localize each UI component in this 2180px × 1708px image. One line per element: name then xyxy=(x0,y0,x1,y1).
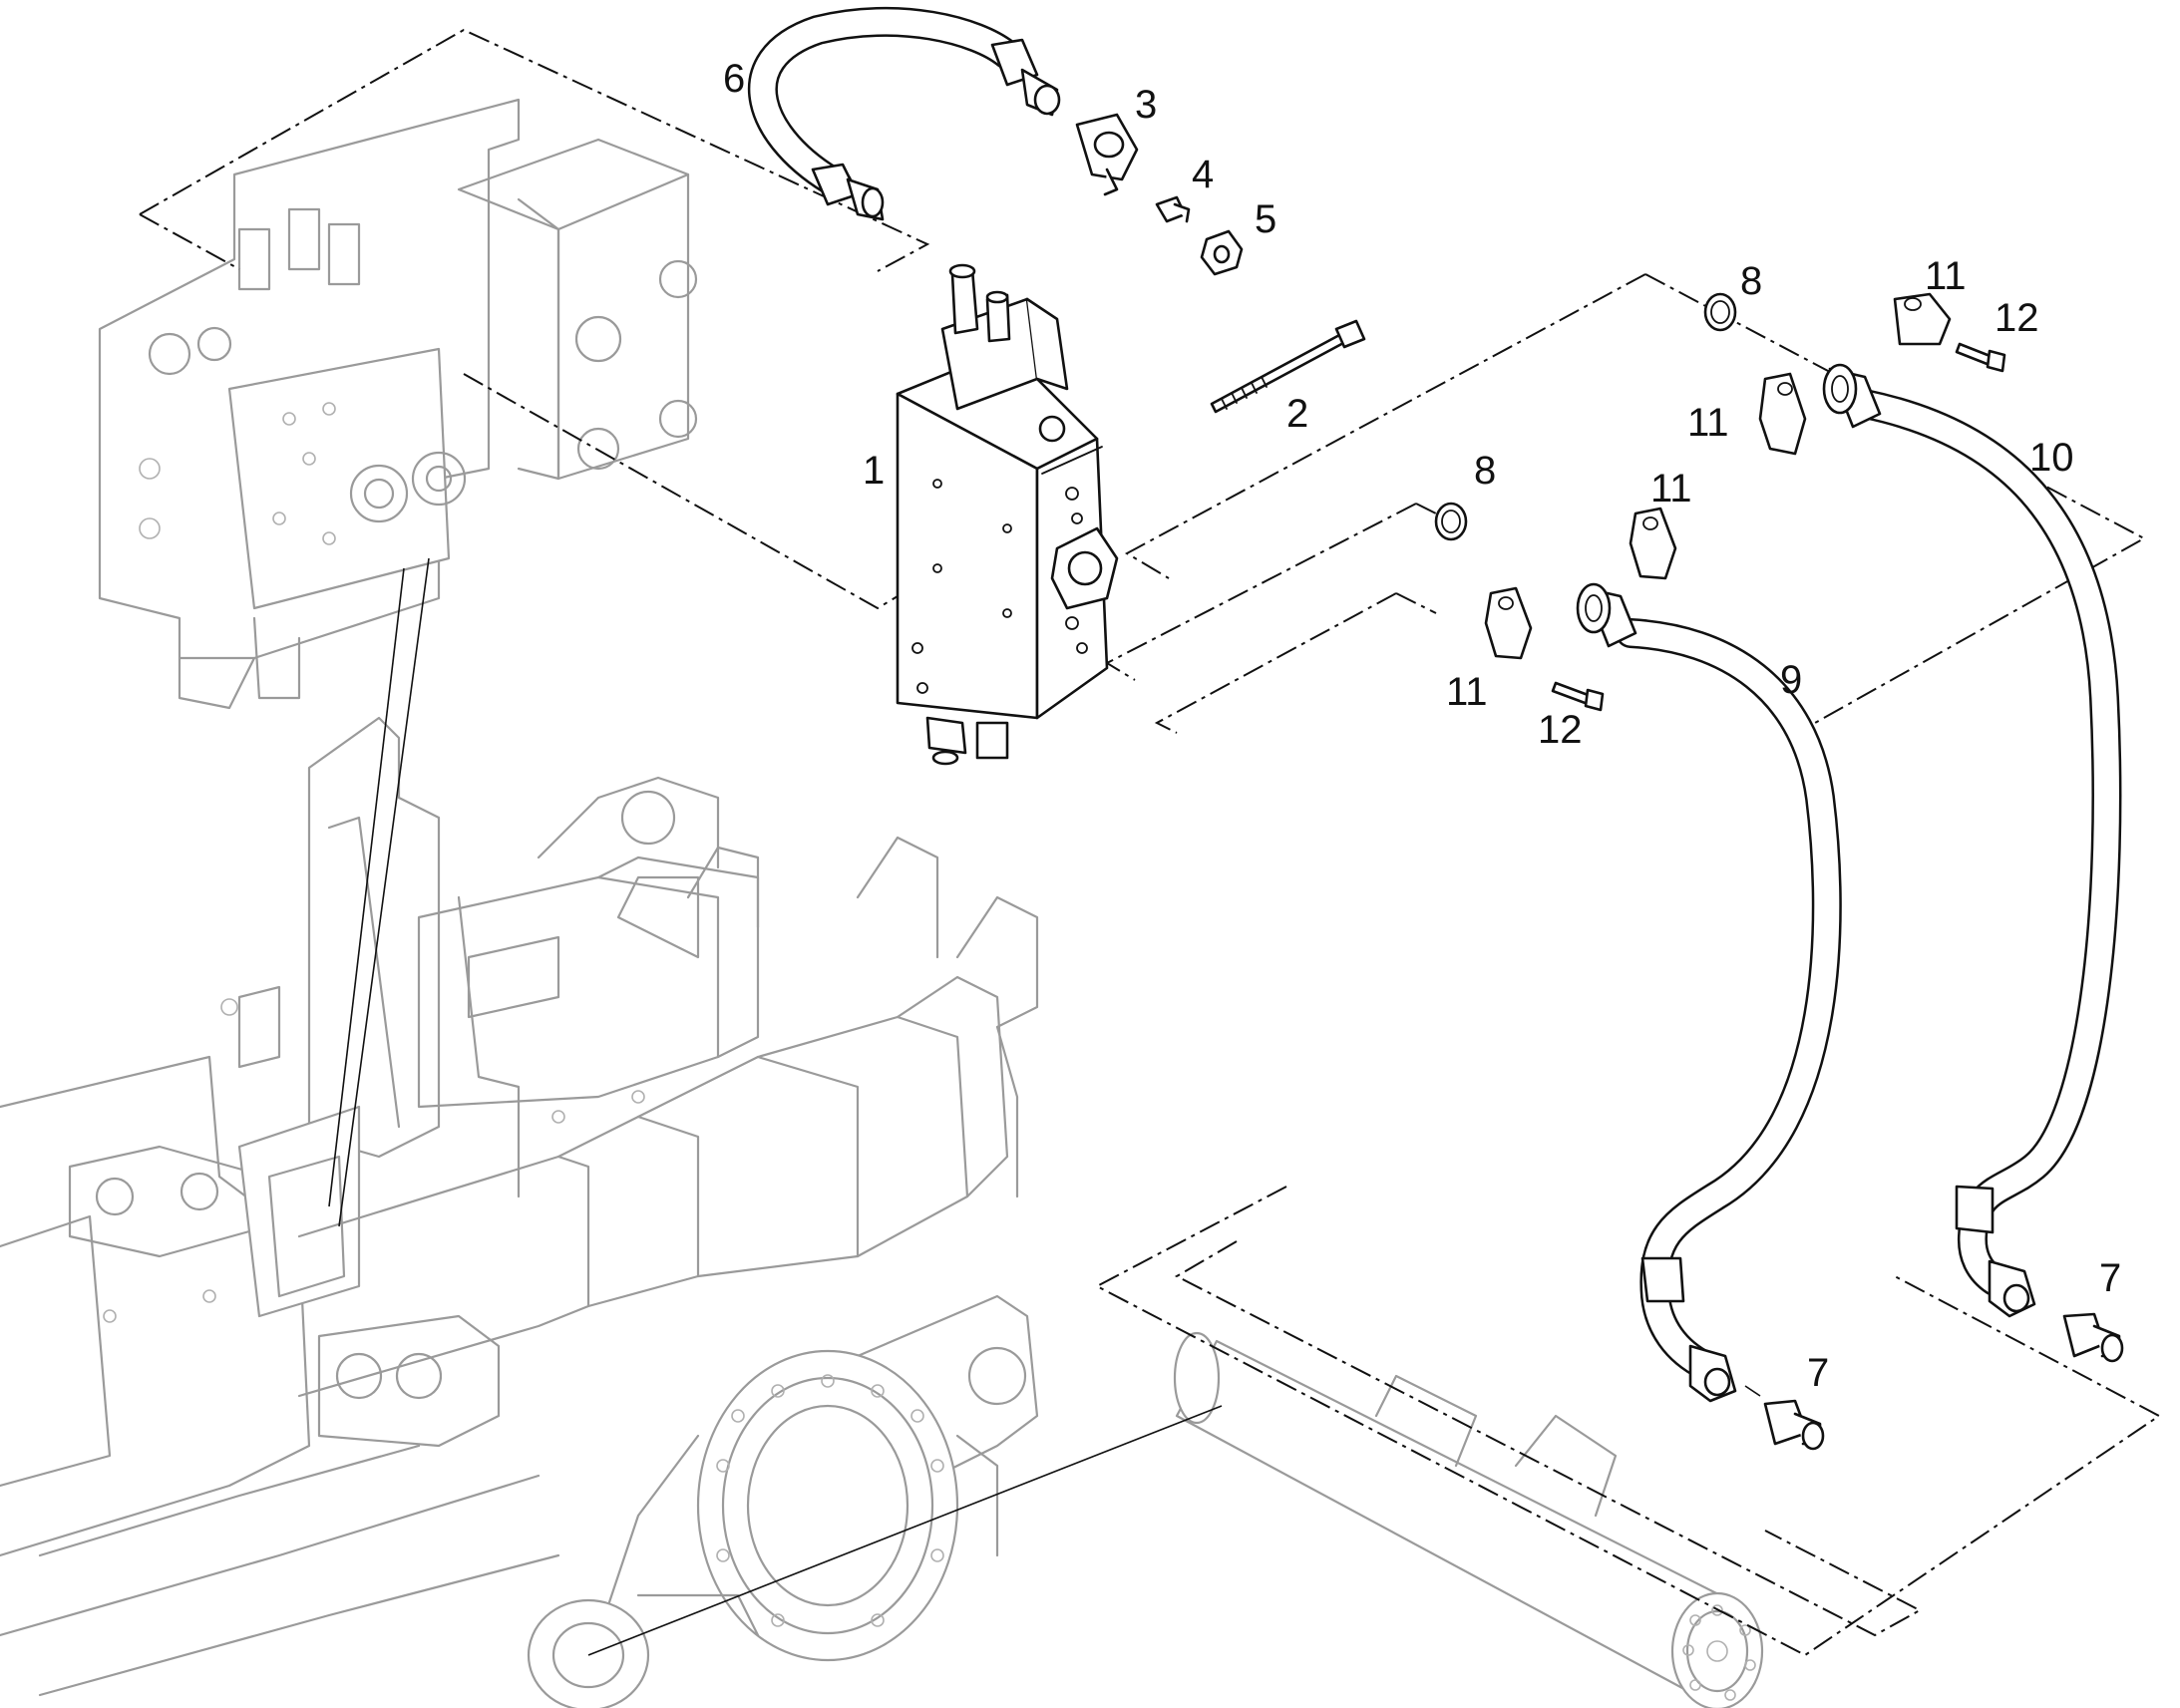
leader-valve-to-frame-a xyxy=(338,557,430,1227)
callout-6: 6 xyxy=(723,57,745,101)
part-1-valve-block xyxy=(896,263,1119,766)
part-5-nut xyxy=(1200,229,1244,276)
ghost-axle-housing xyxy=(527,1349,999,1708)
leader-valve-to-frame-b xyxy=(328,567,405,1207)
callout-2: 2 xyxy=(1286,392,1308,436)
callout-11-lower-left: 11 xyxy=(1446,670,1488,714)
part-7-adapter-right xyxy=(2062,1312,2124,1363)
part-8-o-ring-upper xyxy=(1703,292,1737,332)
assembly-dashed-lines xyxy=(139,28,2161,1657)
callout-11-upper-left: 11 xyxy=(1687,401,1729,445)
callout-4: 4 xyxy=(1192,153,1214,196)
callout-11-upper-right: 11 xyxy=(1925,254,1967,298)
part-3-tee-fitting xyxy=(1075,113,1139,196)
callout-5: 5 xyxy=(1255,197,1276,241)
part-2-bolt xyxy=(1210,319,1366,414)
part-4-nipple xyxy=(1155,195,1191,223)
part-11-flange-lower-right xyxy=(1629,507,1677,580)
part-11-flange-upper-right xyxy=(1893,292,1952,346)
part-12-bolt-lower xyxy=(1551,681,1605,712)
callout-11-lower-right: 11 xyxy=(1650,467,1692,511)
leader-7-left xyxy=(1744,1385,1761,1397)
part-8-o-ring-upper-inner xyxy=(1710,300,1730,324)
part-12-bolt-upper xyxy=(1955,342,2006,373)
part-8-o-ring-lower xyxy=(1434,502,1468,541)
callout-12-lower: 12 xyxy=(1538,708,1583,752)
callout-labels: 6 3 4 5 2 1 8 8 11 12 11 10 11 11 12 9 7… xyxy=(723,57,2121,1395)
callout-10: 10 xyxy=(2029,436,2074,480)
callout-9: 9 xyxy=(1780,658,1802,702)
ghost-tractor-frame xyxy=(0,716,1039,1697)
callout-7-right: 7 xyxy=(2099,1256,2121,1300)
callout-8-upper: 8 xyxy=(1740,259,1762,303)
ghost-valve-bank xyxy=(98,98,698,710)
part-11-flange-lower-left xyxy=(1484,586,1533,660)
callout-7-left: 7 xyxy=(1807,1351,1829,1395)
part-10-hose xyxy=(1822,363,2122,1318)
callout-1: 1 xyxy=(863,449,885,493)
ghost-cylinder xyxy=(1173,1331,1764,1708)
leader-cylinder-to-axle xyxy=(587,1405,1223,1656)
callout-8-lower: 8 xyxy=(1474,449,1496,493)
part-9-hose xyxy=(1576,582,1842,1403)
part-11-flange-upper-left xyxy=(1758,372,1807,456)
part-8-o-ring-lower-inner xyxy=(1441,510,1461,533)
callout-3: 3 xyxy=(1135,83,1157,127)
callout-12-upper: 12 xyxy=(1995,296,2039,340)
part-6-hose xyxy=(747,6,1061,221)
part-7-adapter-left xyxy=(1763,1399,1825,1451)
